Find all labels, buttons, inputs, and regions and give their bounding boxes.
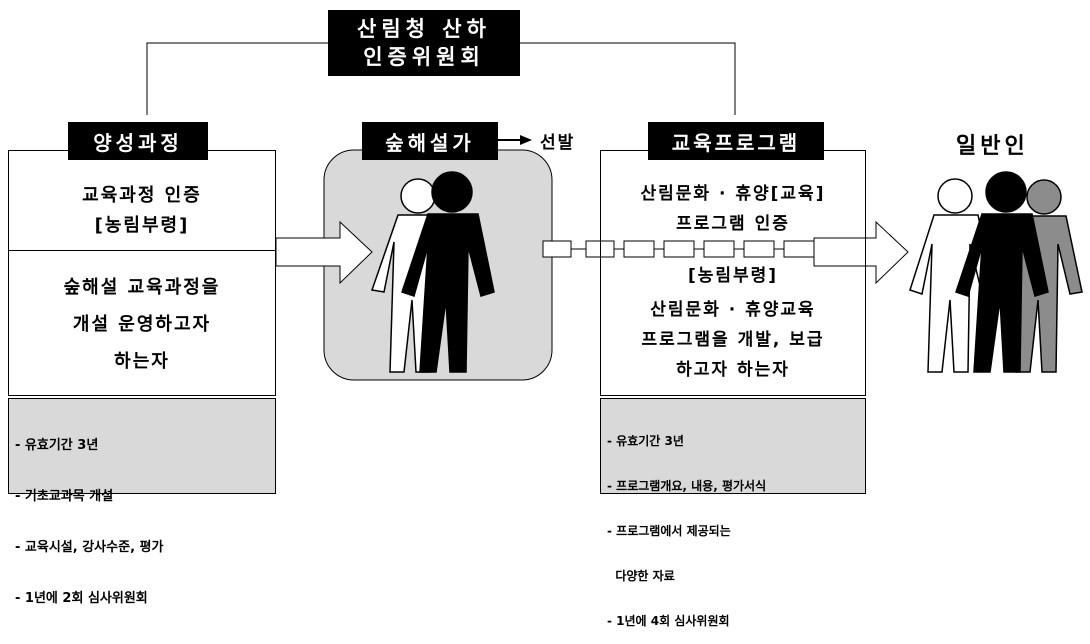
right-target-line3: 하고자 하는자 [676, 360, 790, 380]
certification-committee-label: 산림청 산하 인증위원회 [328, 10, 520, 76]
forest-guide-header: 숲해설가 [362, 122, 498, 160]
left-target-line2: 개설 운영하고자 [72, 314, 212, 335]
arrow-to-public [813, 220, 909, 285]
right-note-4: 다양한 자료 [607, 569, 675, 583]
connector-right [520, 42, 736, 115]
right-notes: - 유효기간 3년 - 프로그램개요, 내용, 평가서식 - 프로그램에서 제공… [600, 398, 866, 628]
right-note-2: - 프로그램개요, 내용, 평가서식 [607, 479, 767, 493]
arrow-to-forest-guide [275, 220, 373, 285]
general-public-figures-icon [909, 171, 1083, 373]
left-note-2: - 기초교과목 개설 [15, 489, 114, 504]
forest-guide-figures-icon [371, 171, 495, 373]
committee-line1: 산림청 산하 [357, 17, 491, 41]
dashed-through-right [614, 240, 815, 258]
right-target-line1: 산림문화 · 휴양교육 [650, 300, 816, 320]
right-note-5: - 1년에 4회 심사위원회 [607, 614, 730, 628]
right-note-1: - 유효기간 3년 [607, 434, 684, 448]
right-target-line2: 프로그램을 개발, 보급 [641, 330, 825, 350]
select-label: 선발 [540, 133, 576, 153]
committee-line2: 인증위원회 [363, 45, 485, 69]
training-course-header: 양성과정 [68, 122, 208, 160]
left-note-3: - 교육시설, 강사수준, 평가 [15, 540, 164, 555]
left-cert-line2: [농림부령] [94, 215, 190, 236]
left-target-section: 숲해설 교육과정을 개설 운영하고자 하는자 [9, 269, 275, 380]
left-cert-line1: 교육과정 인증 [82, 185, 202, 206]
left-target-line1: 숲해설 교육과정을 [63, 277, 221, 298]
left-note-4: - 1년에 2회 심사위원회 [15, 591, 148, 606]
right-cert-line2: 프로그램 인증 [676, 214, 790, 234]
education-program-box: 산림문화 · 휴양[교육] 프로그램 인증 [농림부령] 산림문화 · 휴양교육… [600, 150, 866, 396]
left-note-1: - 유효기간 3년 [15, 438, 99, 453]
connector-left [146, 42, 328, 115]
select-arrow-head [520, 135, 532, 145]
right-note-3: - 프로그램에서 제공되는 [607, 524, 731, 538]
general-public-header: 일반인 [956, 134, 1029, 159]
training-course-box: 교육과정 인증 [농림부령] 숲해설 교육과정을 개설 운영하고자 하는자 [8, 150, 276, 396]
left-target-line3: 하는자 [114, 351, 170, 372]
education-program-header: 교육프로그램 [648, 122, 824, 160]
diagram-graphics [146, 42, 1083, 381]
left-cert-section: 교육과정 인증 [농림부령] [9, 151, 275, 251]
right-cert-line3: [농림부령] [687, 266, 779, 286]
right-cert-line1: 산림문화 · 휴양[교육] [640, 184, 826, 204]
left-notes: - 유효기간 3년 - 기초교과목 개설 - 교육시설, 강사수준, 평가 - … [8, 398, 276, 606]
